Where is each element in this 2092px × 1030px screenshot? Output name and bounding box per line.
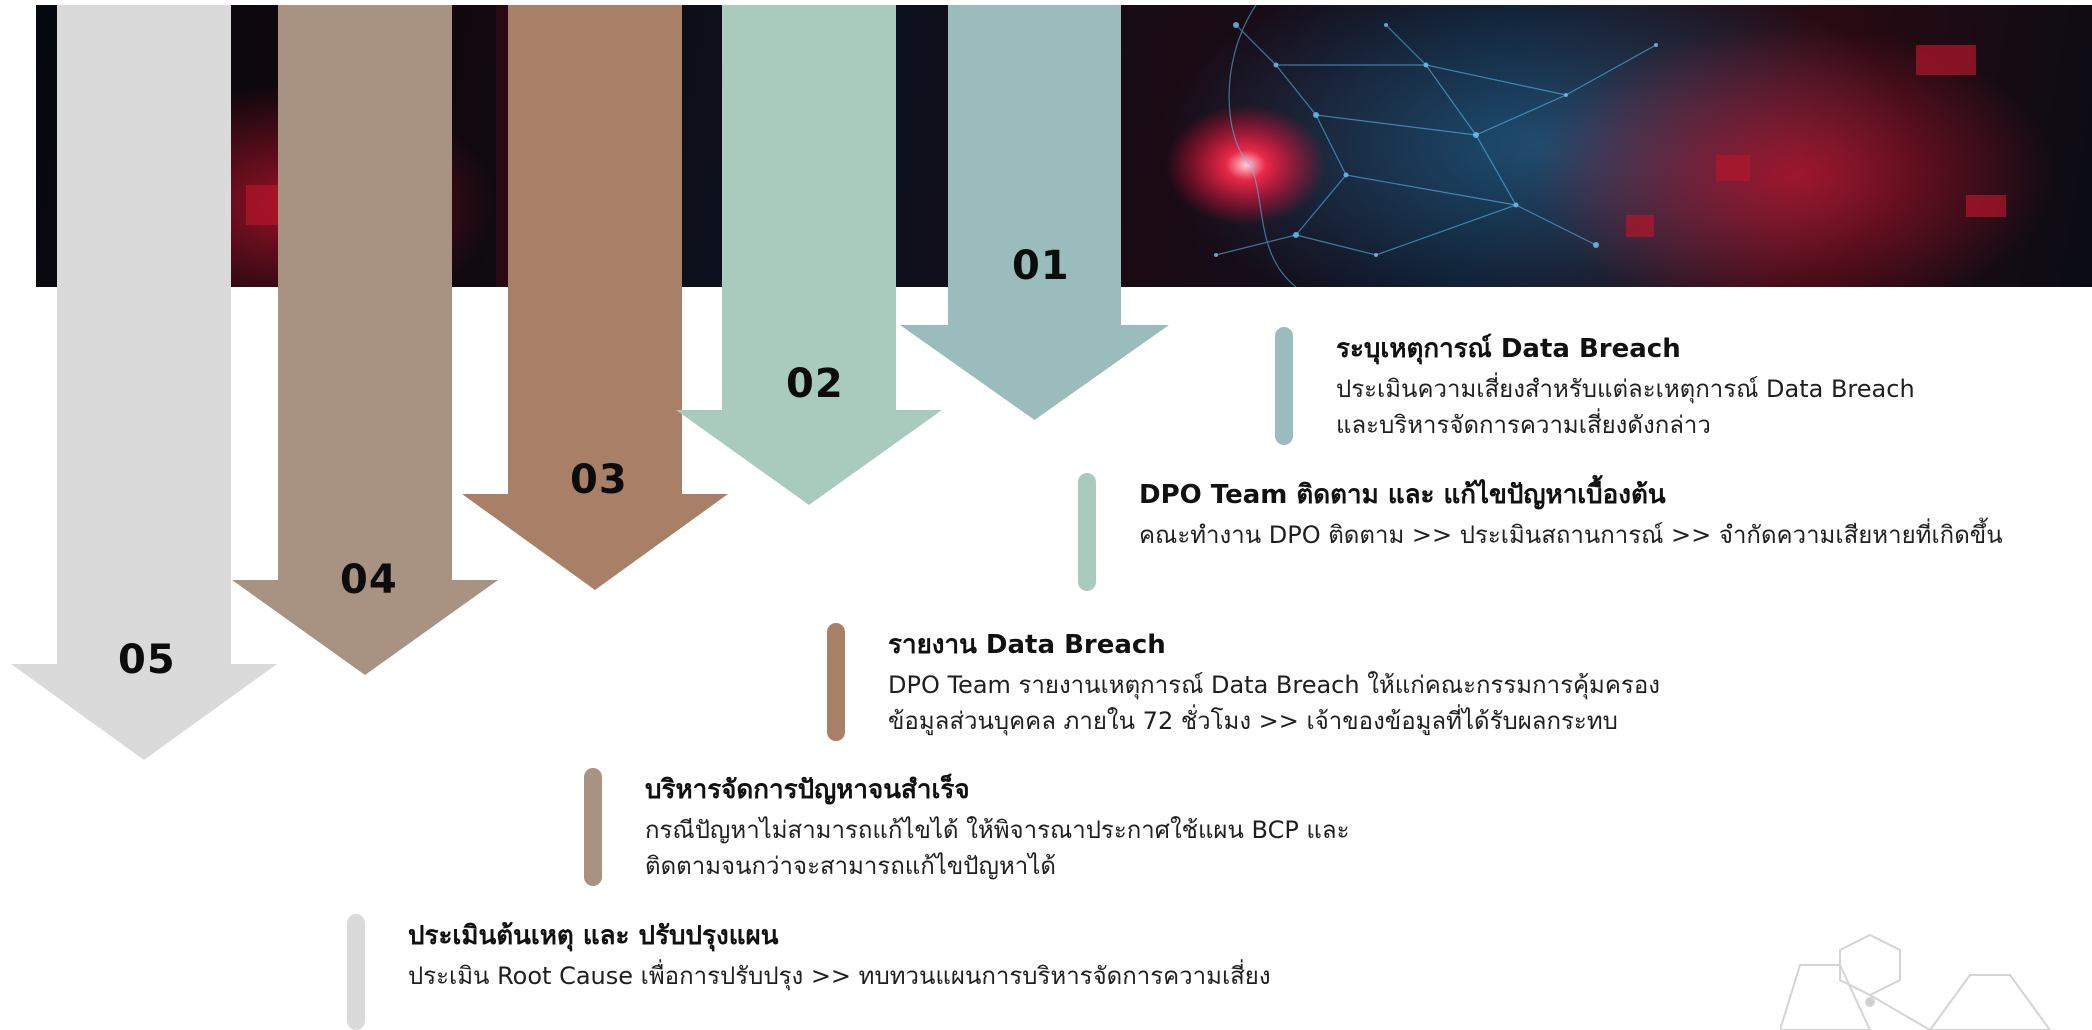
step-1-title: ระบุเหตุการณ์ Data Breach — [1336, 334, 1681, 364]
arrow-01 — [900, 5, 1169, 420]
step-2-description: คณะทำงาน DPO ติดตาม >> ประเมินสถานการณ์ … — [1139, 517, 2003, 553]
step-3-desc-line: DPO Team รายงานเหตุการณ์ Data Breach ให้… — [888, 671, 1660, 699]
step-2-title: DPO Team ติดตาม และ แก้ไขปัญหาเบื้องต้น — [1139, 480, 1666, 510]
step-3-desc-line: ข้อมูลส่วนบุคคล ภายใน 72 ชั่วโมง >> เจ้า… — [888, 707, 1618, 735]
step-3-accent-bar — [827, 623, 845, 741]
arrow-number-05: 05 — [118, 637, 176, 683]
step-1-accent-bar — [1275, 327, 1293, 445]
step-3-description: DPO Team รายงานเหตุการณ์ Data Breach ให้… — [888, 667, 1660, 739]
step-5-description: ประเมิน Root Cause เพื่อการปรับปรุง >> ท… — [408, 958, 1271, 994]
step-1-desc-line: ประเมินความเสี่ยงสำหรับแต่ละเหตุการณ์ Da… — [1336, 375, 1915, 403]
step-1-desc-line: และบริหารจัดการความเสี่ยงดังกล่าว — [1336, 411, 1711, 439]
arrow-number-01: 01 — [1012, 243, 1070, 289]
step-5-accent-bar — [347, 914, 365, 1030]
step-2-desc-line: คณะทำงาน DPO ติดตาม >> ประเมินสถานการณ์ … — [1139, 521, 2003, 549]
step-4-accent-bar — [584, 768, 602, 886]
arrow-03 — [462, 5, 728, 590]
arrow-02 — [676, 5, 942, 505]
arrow-number-02: 02 — [786, 361, 844, 407]
step-3-title: รายงาน Data Breach — [888, 630, 1166, 660]
step-4-description: กรณีปัญหาไม่สามารถแก้ไขได้ ให้พิจารณาประ… — [645, 812, 1350, 884]
step-5-title: ประเมินต้นเหตุ และ ปรับปรุงแผน — [408, 921, 779, 951]
hexagon-decoration — [1780, 933, 2052, 1030]
arrow-number-03: 03 — [570, 457, 628, 503]
step-4-desc-line: ติดตามจนกว่าจะสามารถแก้ไขปัญหาได้ — [645, 852, 1056, 880]
step-1-description: ประเมินความเสี่ยงสำหรับแต่ละเหตุการณ์ Da… — [1336, 371, 1915, 443]
arrow-04 — [232, 5, 498, 675]
step-2-accent-bar — [1078, 473, 1096, 591]
arrow-number-04: 04 — [340, 557, 398, 603]
step-5-desc-line: ประเมิน Root Cause เพื่อการปรับปรุง >> ท… — [408, 962, 1271, 990]
step-4-desc-line: กรณีปัญหาไม่สามารถแก้ไขได้ ให้พิจารณาประ… — [645, 816, 1350, 844]
arrow-05 — [11, 5, 277, 760]
step-4-title: บริหารจัดการปัญหาจนสำเร็จ — [645, 775, 970, 805]
